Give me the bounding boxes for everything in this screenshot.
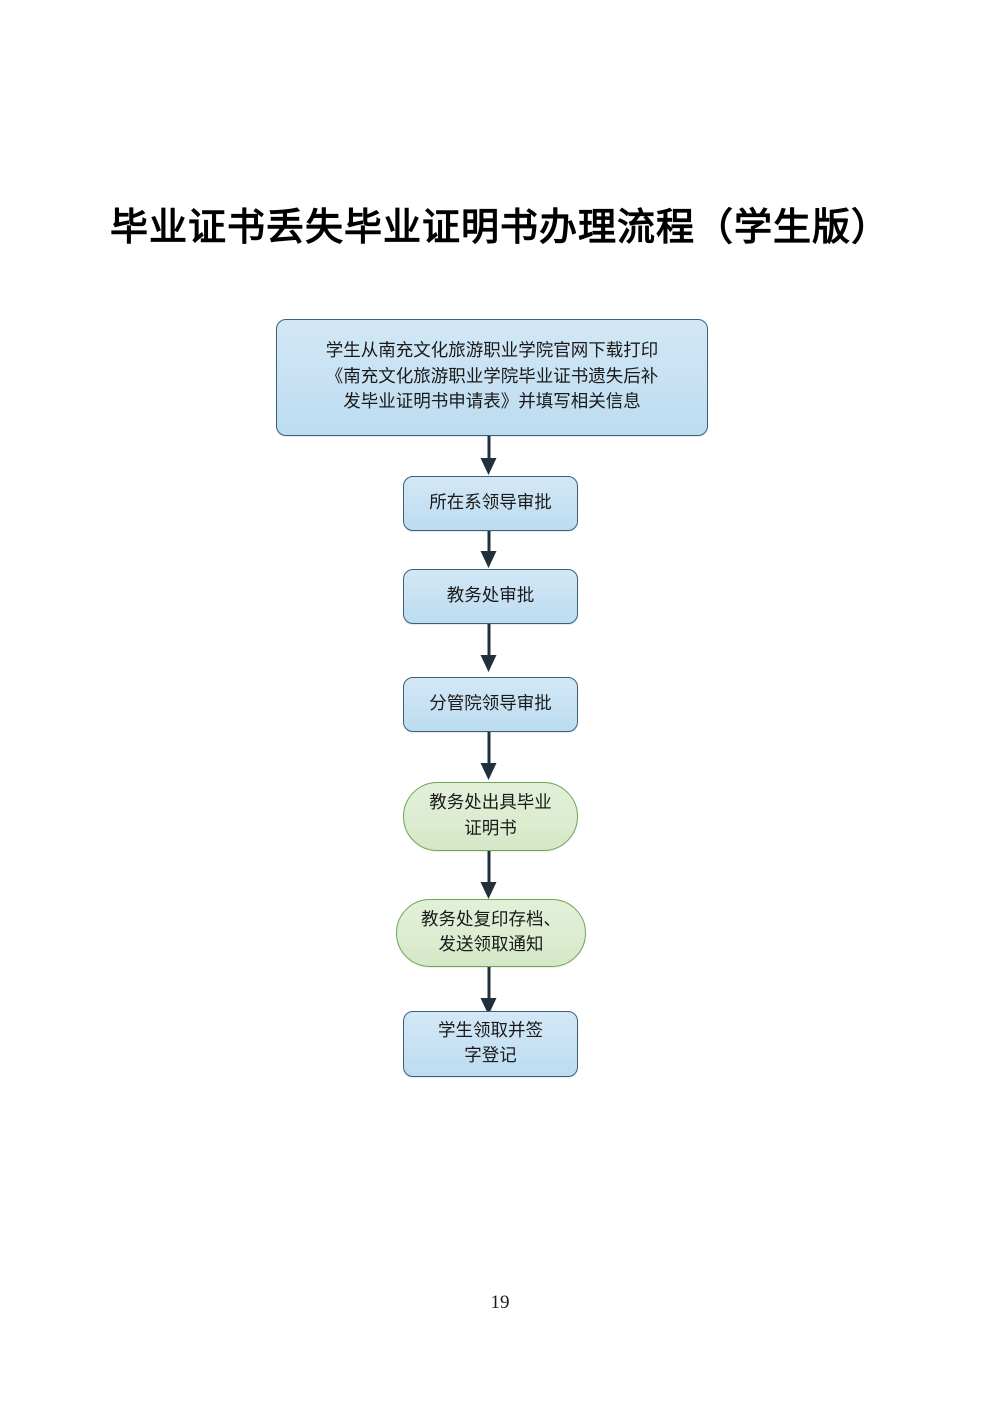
flow-node-step3-label: 教务处审批: [446, 585, 535, 606]
flow-edge-step2-step3-line: [487, 531, 491, 553]
flow-node-step1-label: 学生从南充文化旅游职业学院官网下载打印 《南充文化旅游职业学院毕业证书遗失后补 …: [325, 341, 659, 413]
page-number: 19: [490, 1292, 510, 1313]
flow-node-step1[interactable]: 学生从南充文化旅游职业学院官网下载打印 《南充文化旅游职业学院毕业证书遗失后补 …: [276, 319, 708, 436]
flow-edge-step1-step2-line: [487, 436, 491, 460]
flow-edge-step6-step7-line: [487, 967, 491, 1000]
flow-node-step2[interactable]: 所在系领导审批: [403, 476, 578, 531]
flow-edge-step3-step4-line: [487, 624, 491, 657]
flow-node-step6[interactable]: 教务处复印存档、 发送领取通知: [396, 899, 586, 967]
flowchart: 学生从南充文化旅游职业学院官网下载打印 《南充文化旅游职业学院毕业证书遗失后补 …: [276, 319, 708, 1077]
flow-node-step6-label: 教务处复印存档、 发送领取通知: [421, 909, 561, 955]
flow-edge-step4-step5-line: [487, 732, 491, 765]
flow-edge-step2-step3-arrow-icon: [480, 551, 497, 568]
flow-edge-step4-step5-arrow-icon: [480, 763, 497, 780]
flow-node-step3[interactable]: 教务处审批: [403, 569, 578, 624]
flow-node-step7-label: 学生领取并签 字登记: [438, 1020, 543, 1066]
flow-node-step4[interactable]: 分管院领导审批: [403, 677, 578, 732]
flow-edge-step6-step7-arrow-icon: [480, 998, 497, 1015]
flow-edge-step1-step2-arrow-icon: [480, 458, 497, 475]
flow-edge-step3-step4-arrow-icon: [480, 655, 497, 672]
flow-node-step7[interactable]: 学生领取并签 字登记: [403, 1011, 578, 1077]
flow-edge-step5-step6-line: [487, 851, 491, 884]
flow-node-step2-label: 所在系领导审批: [429, 492, 552, 513]
page-title: 毕业证书丢失毕业证明书办理流程（学生版）: [109, 205, 890, 249]
flow-node-step4-label: 分管院领导审批: [429, 693, 552, 714]
flow-node-step5-label: 教务处出具毕业 证明书: [429, 793, 552, 839]
flow-edge-step5-step6-arrow-icon: [480, 882, 497, 899]
flow-node-step5[interactable]: 教务处出具毕业 证明书: [403, 782, 578, 851]
